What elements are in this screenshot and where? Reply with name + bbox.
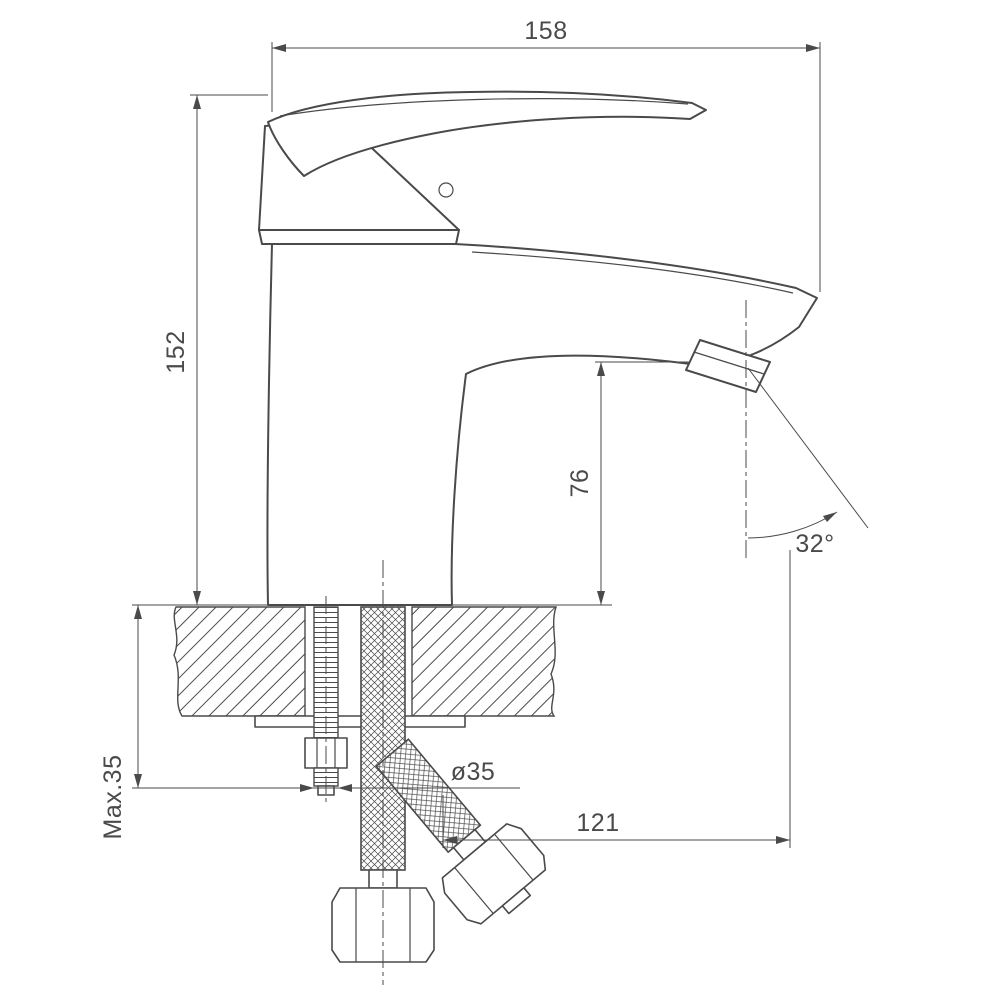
spout-height-label: 76 — [566, 469, 594, 498]
dimension-spout-reach: 121 — [442, 550, 791, 848]
dimension-overall-length: 158 — [271, 17, 821, 292]
aerator — [685, 339, 771, 393]
centerlines — [325, 300, 747, 985]
hose-nut-angled — [441, 823, 547, 925]
countertop-left-hatch — [173, 606, 306, 717]
spray-angle-label: 32° — [795, 530, 834, 558]
supply-hoses — [331, 606, 547, 963]
countertop-right-hatch — [411, 606, 557, 717]
overall-height-label: 152 — [162, 330, 190, 373]
dimension-max-thickness: Max.35 — [99, 605, 142, 839]
dimension-spray-angle: 32° — [747, 367, 869, 558]
lever-handle — [267, 90, 707, 177]
hole-diameter-label: ø35 — [451, 758, 496, 786]
spout-reach-label: 121 — [576, 809, 619, 837]
max-thickness-label: Max.35 — [99, 755, 127, 840]
countertop-section — [173, 606, 557, 728]
dimension-overall-height: 152 — [162, 94, 268, 605]
overall-length-label: 158 — [524, 17, 567, 45]
dimension-hole-diameter: ø35 — [132, 758, 520, 792]
faucet-spout — [266, 243, 818, 606]
dimension-spout-height: 76 — [566, 361, 690, 605]
mounting-washer — [254, 715, 466, 728]
faucet-body — [258, 90, 818, 606]
supply-hose-angled — [375, 738, 547, 925]
neck-ring — [258, 229, 460, 245]
handle-screw-cap — [438, 182, 454, 198]
